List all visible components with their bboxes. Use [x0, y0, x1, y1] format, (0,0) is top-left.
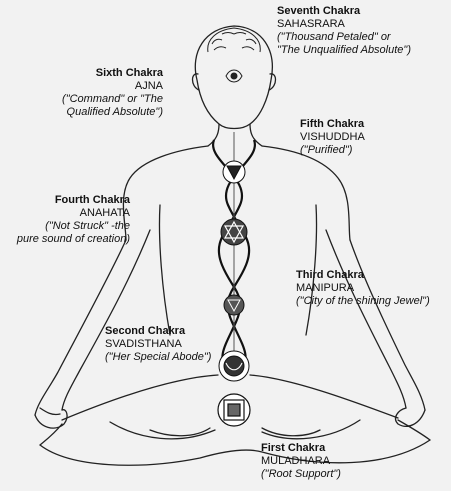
chakra-title: Second Chakra [105, 325, 186, 337]
third-chakra-label: Third Chakra MANIPURA ("City of the shin… [296, 269, 430, 308]
fifth-chakra-symbol [222, 160, 246, 184]
chakra-meaning: ("Root Support") [261, 468, 341, 480]
chakra-meaning: ("Not Struck" -the [45, 220, 130, 232]
chakra-name: AJNA [134, 80, 163, 92]
sixth-chakra-label: Sixth Chakra AJNA ("Command" or "The Qua… [45, 67, 163, 119]
chakra-title: Fourth Chakra [54, 194, 130, 206]
chakra-name: MANIPURA [296, 282, 355, 294]
chakra-title: First Chakra [261, 442, 326, 454]
fifth-chakra-label: Fifth Chakra VISHUDDHA ("Purified") [300, 118, 365, 157]
chakra-name: VISHUDDHA [300, 131, 365, 143]
third-eye-icon [225, 69, 243, 83]
chakra-name: SVADISTHANA [105, 338, 182, 350]
chakra-meaning: ("City of the shining Jewel") [296, 295, 430, 307]
chakra-meaning: "The Unqualified Absolute") [277, 44, 411, 56]
crown-lotus-icon [207, 27, 261, 53]
second-chakra-label: Second Chakra SVADISTHANA ("Her Special … [105, 325, 211, 364]
chakra-name: MULADHARA [261, 455, 331, 467]
left-arm [34, 239, 127, 416]
third-chakra-symbol [223, 294, 245, 316]
chakra-meaning: ("Purified") [300, 144, 353, 156]
first-chakra-symbol [217, 393, 251, 427]
right-arm [349, 239, 426, 411]
chakra-meaning: ("Command" or "The [62, 93, 163, 105]
chakra-title: Sixth Chakra [95, 67, 163, 79]
torso-outline [122, 145, 209, 241]
chakra-title: Seventh Chakra [277, 5, 361, 17]
seventh-chakra-label: Seventh Chakra SAHASRARA ("Thousand Peta… [277, 5, 411, 57]
chakra-meaning: pure sound of creation) [16, 233, 130, 245]
chakra-name: ANAHATA [79, 207, 130, 219]
chakra-name: SAHASRARA [277, 18, 345, 30]
first-chakra-label: First Chakra MULADHARA ("Root Support") [261, 442, 341, 481]
second-chakra-symbol [218, 350, 250, 382]
crossed-legs [61, 374, 219, 421]
fourth-chakra-symbol [220, 218, 248, 246]
chakra-meaning: ("Thousand Petaled" or [277, 31, 391, 43]
chakra-meaning: Qualified Absolute") [66, 106, 163, 118]
fourth-chakra-label: Fourth Chakra ANAHATA ("Not Struck" -the… [10, 194, 130, 246]
chakra-title: Fifth Chakra [300, 118, 365, 130]
chakra-meaning: ("Her Special Abode") [105, 351, 212, 363]
chakra-title: Third Chakra [296, 269, 364, 281]
